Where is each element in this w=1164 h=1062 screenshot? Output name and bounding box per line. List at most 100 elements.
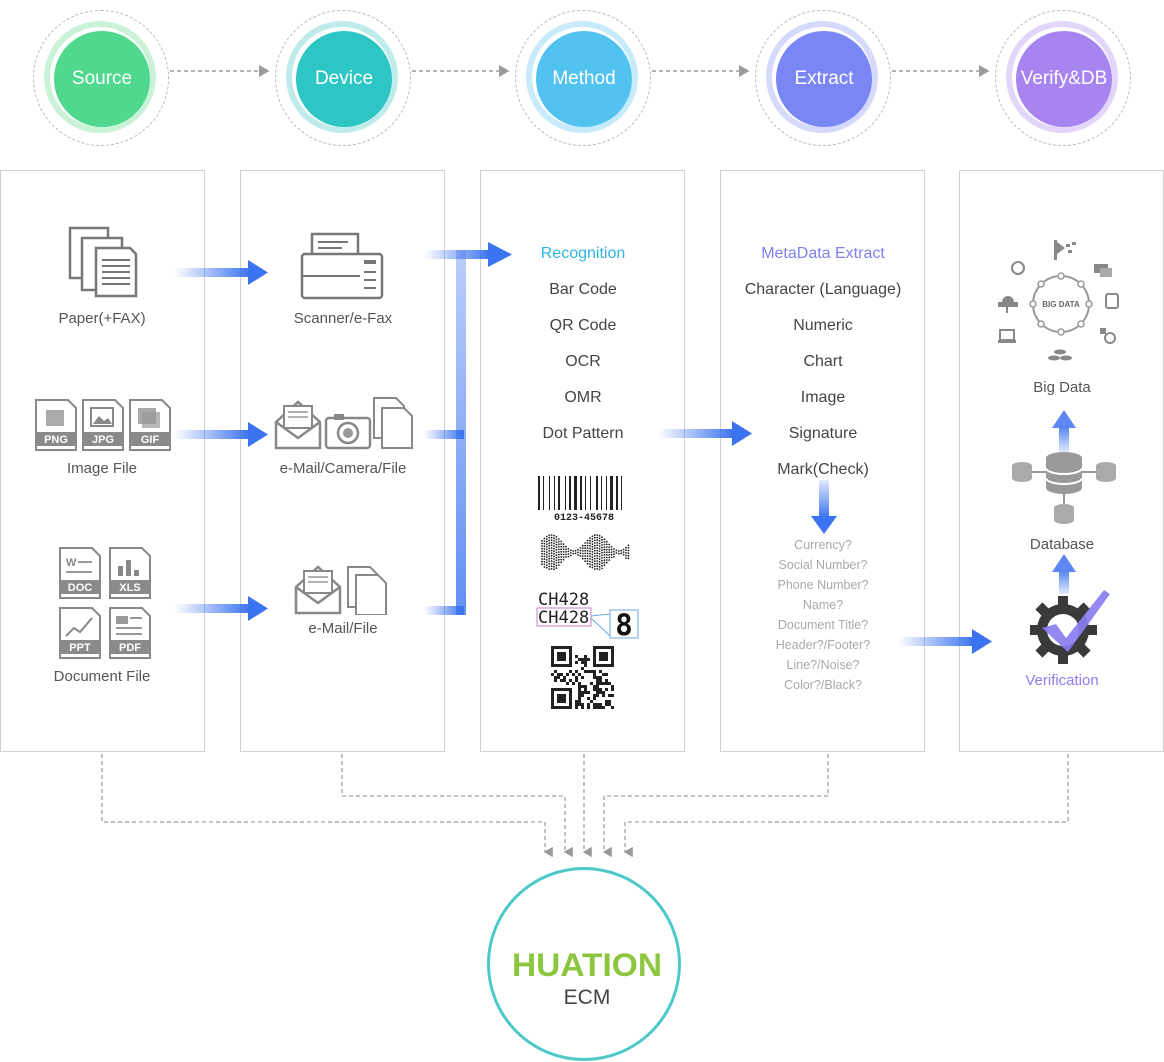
question-header-footer: Header?/Footer? <box>775 638 871 652</box>
image-file-icons: PNG JPG GIF <box>35 399 171 451</box>
file-icon <box>347 566 387 615</box>
stage-ring <box>1006 21 1118 133</box>
verification-icon <box>1030 590 1110 664</box>
question-currency: Currency? <box>794 538 852 552</box>
gif-text: GIF <box>141 434 160 446</box>
panel-extract <box>720 170 925 752</box>
ocr-digit: 8 <box>615 608 632 640</box>
ecm-label: ECM <box>563 986 611 1009</box>
extract-item-signature: Signature <box>788 425 858 442</box>
extract-item-numeric: Numeric <box>793 317 853 334</box>
camera-icon <box>324 414 372 450</box>
gif-icon: GIF <box>129 399 171 451</box>
flow-arrows <box>174 242 1076 654</box>
stage-label: Verify&DB <box>1016 31 1112 127</box>
recognition-heading: Recognition <box>540 245 626 262</box>
png-icon: PNG <box>35 399 77 451</box>
ocr-text-2: CH428 <box>538 608 589 628</box>
stage-label: Extract <box>776 31 872 127</box>
stage-source: Source <box>33 10 169 146</box>
extract-item-chart: Chart <box>803 353 843 370</box>
ocr-text-1: CH428 <box>538 590 589 610</box>
mail-camera-file-icons <box>274 397 413 450</box>
question-social-number: Social Number? <box>778 558 868 572</box>
arrow-device-method <box>424 242 512 615</box>
connector-device-ecm <box>341 754 573 858</box>
ecm-circle: HUATION ECM <box>487 867 681 1061</box>
panel-method <box>480 170 685 752</box>
mail-icon <box>294 565 342 615</box>
method-item-dotpattern: Dot Pattern <box>542 425 624 442</box>
qr-code-icon <box>551 646 614 709</box>
image-file-label: Image File <box>66 460 138 477</box>
arrow-verification-database <box>1052 554 1076 594</box>
xls-text: XLS <box>119 582 140 594</box>
stage-method: Method <box>515 10 651 146</box>
stage-ring <box>286 21 398 133</box>
verification-label: Verification <box>1025 672 1099 689</box>
arrow-mark-down <box>811 480 837 534</box>
arrow-extract-verification <box>898 629 992 654</box>
extract-item-character: Character (Language) <box>744 281 902 298</box>
mail-camera-label: e-Mail/Camera/File <box>279 460 407 477</box>
doc-icon: W DOC <box>59 547 101 599</box>
arrow-database-bigdata <box>1052 410 1076 452</box>
stage-label: Method <box>536 31 632 127</box>
paper-label: Paper(+FAX) <box>58 310 146 327</box>
method-item-ocr: OCR <box>565 353 601 370</box>
svg-text:W: W <box>66 557 77 569</box>
doc-text: DOC <box>68 582 93 594</box>
jpg-icon: JPG <box>82 399 124 451</box>
question-name: Name? <box>802 598 844 612</box>
document-file-label: Document File <box>53 668 151 685</box>
mail-file-icons <box>294 565 387 615</box>
question-phone-number: Phone Number? <box>777 578 869 592</box>
paper-icon <box>68 226 138 298</box>
pdf-icon: PDF <box>109 607 151 659</box>
extract-item-mark: Mark(Check) <box>777 461 869 478</box>
ppt-icon: PPT <box>59 607 101 659</box>
question-line-noise: Line?/Noise? <box>786 658 860 672</box>
mail-icon <box>274 400 322 450</box>
jpg-text: JPG <box>92 434 114 446</box>
arrow-paper-scanner <box>174 260 268 285</box>
stage-ring <box>44 21 156 133</box>
stage-connectors <box>170 65 990 77</box>
connector-extract-ecm <box>602 754 829 858</box>
arrow-document-mailfile <box>174 596 268 621</box>
method-item-barcode: Bar Code <box>549 281 617 298</box>
database-icon <box>1012 452 1116 524</box>
stage-device: Device <box>275 10 411 146</box>
png-text: PNG <box>44 434 68 446</box>
method-item-qrcode: QR Code <box>549 317 617 334</box>
stage-label: Source <box>54 31 150 127</box>
pdf-text: PDF <box>119 642 141 654</box>
question-color-black: Color?/Black? <box>784 678 862 692</box>
scanner-icon <box>300 232 384 300</box>
question-document-title: Document Title? <box>777 618 869 632</box>
stage-extract: Extract <box>755 10 891 146</box>
barcode-number: 0123-45678 <box>554 513 614 524</box>
method-item-omr: OMR <box>564 389 602 406</box>
ecm-connectors <box>101 754 1069 858</box>
stage-ring <box>766 21 878 133</box>
logo-text: HUATION <box>512 947 662 983</box>
stage-ring <box>526 21 638 133</box>
document-file-icons: W DOC XLS PPT PDF <box>59 547 151 659</box>
big-data-icon: BIG DATA <box>998 240 1119 361</box>
dot-pattern-icon <box>541 534 630 571</box>
ppt-text: PPT <box>69 642 91 654</box>
bigdata-center-text: BIG DATA <box>1042 300 1080 309</box>
mail-file-label: e-Mail/File <box>308 620 378 637</box>
big-data-label: Big Data <box>1033 379 1091 396</box>
database-label: Database <box>1029 536 1095 553</box>
file-icon <box>373 397 413 449</box>
stage-label: Device <box>296 31 392 127</box>
barcode-icon: 0123-45678 <box>538 476 622 524</box>
arrow-method-extract <box>658 421 752 446</box>
huation-logo: HUATION <box>512 947 662 983</box>
connector-verify-ecm <box>623 754 1069 858</box>
extract-item-image: Image <box>800 389 846 406</box>
stage-verify: Verify&DB <box>995 10 1131 146</box>
metadata-heading: MetaData Extract <box>761 245 885 262</box>
